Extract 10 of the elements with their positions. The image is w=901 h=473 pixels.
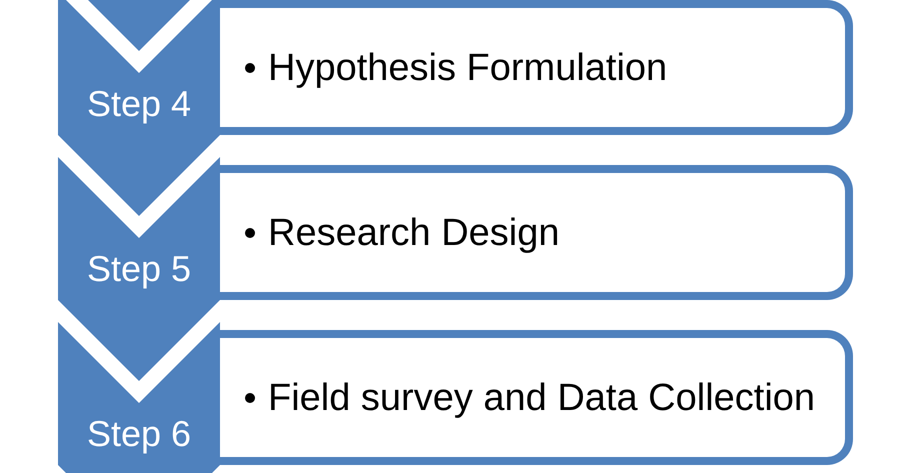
chevron-shape	[58, 0, 220, 216]
step-description: Research Design	[268, 210, 560, 254]
step-label: Step 6	[86, 413, 192, 455]
chevron-shape	[88, 0, 190, 51]
chevron-shape	[58, 157, 220, 381]
chevron-shape	[58, 322, 220, 473]
step-description: Field survey and Data Collection	[268, 376, 816, 420]
step-description: Hypothesis Formulation	[268, 46, 668, 90]
step-label: Step 5	[86, 248, 192, 290]
step-label: Step 4	[86, 83, 192, 125]
